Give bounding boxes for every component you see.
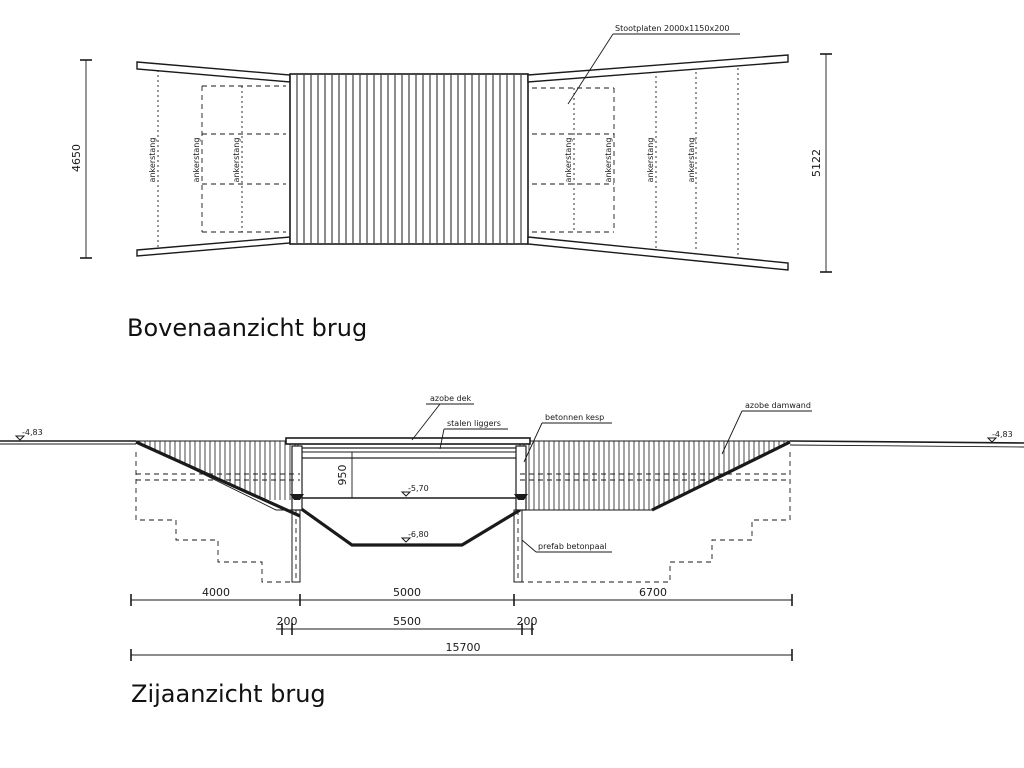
ankerstang-label: ankerstang [564,138,573,183]
stootplaten-label: Stootplaten 2000x1150x200 [615,24,729,33]
dim-5500-text: 5500 [393,615,421,628]
left-wing-walls [136,61,291,257]
top-view: 4650 5122 [70,24,832,342]
dim-200-right-text: 200 [517,615,538,628]
level-570: -5,70 [408,484,429,493]
dim-6700-text: 6700 [639,586,667,599]
bridge-deck [285,437,531,459]
betonnen-kesp-label: betonnen kesp [545,413,604,422]
dim-4000-text: 4000 [202,586,230,599]
dim-5122-text: 5122 [810,149,823,177]
level-right: -4,83 [992,430,1013,439]
dimension-chain-2: 200 5500 200 [276,615,538,635]
dim-200-left-text: 200 [277,615,298,628]
foundation-steps [135,452,791,583]
dim-4650-text: 4650 [70,144,83,172]
ground-surface [0,440,1024,448]
azobe-dek-label: azobe dek [430,394,472,403]
prefab-betonpaal-label: prefab betonpaal [538,542,607,551]
ankerstang-label: ankerstang [604,138,613,183]
ankerstang-label: ankerstang [148,138,157,183]
ankerstang-label: ankerstang [232,138,241,183]
deck-planks [289,73,529,245]
level-680: -6,80 [408,530,429,539]
dimension-right-5122: 5122 [810,53,832,273]
canal-slopes [135,440,791,547]
dim-15700-text: 15700 [446,641,481,654]
side-callouts: azobe dek stalen liggers betonnen kesp a… [411,394,812,553]
side-view: -4,83 -4,83 -5,70 -6,80 950 azobe dek st… [0,394,1024,708]
level-markers: -4,83 -4,83 -5,70 -6,80 [14,428,1013,543]
dimension-left-4650: 4650 [70,59,92,259]
stootplaten-callout: Stootplaten 2000x1150x200 [567,24,740,105]
embankment-hatch [135,440,791,511]
dimension-950: 950 [336,451,356,499]
level-left: -4,83 [22,428,43,437]
ankerstang-label: ankerstang [687,138,696,183]
stalen-liggers-label: stalen liggers [447,419,501,428]
side-view-title: Zijaanzicht brug [131,680,326,708]
top-view-title: Bovenaanzicht brug [127,314,367,342]
dimension-chain-1: 4000 5000 6700 [130,586,793,606]
ankerstang-label: ankerstang [192,138,201,183]
dim-5000-text: 5000 [393,586,421,599]
dim-950-text: 950 [336,465,349,486]
ankerstang-labels: ankerstang ankerstang ankerstang ankerst… [148,138,696,183]
ankerstang-label: ankerstang [646,138,655,183]
dimension-chain-3: 15700 [130,641,793,661]
azobe-damwand-label: azobe damwand [745,401,811,410]
right-wing-walls [527,54,789,271]
abutments [290,445,528,583]
